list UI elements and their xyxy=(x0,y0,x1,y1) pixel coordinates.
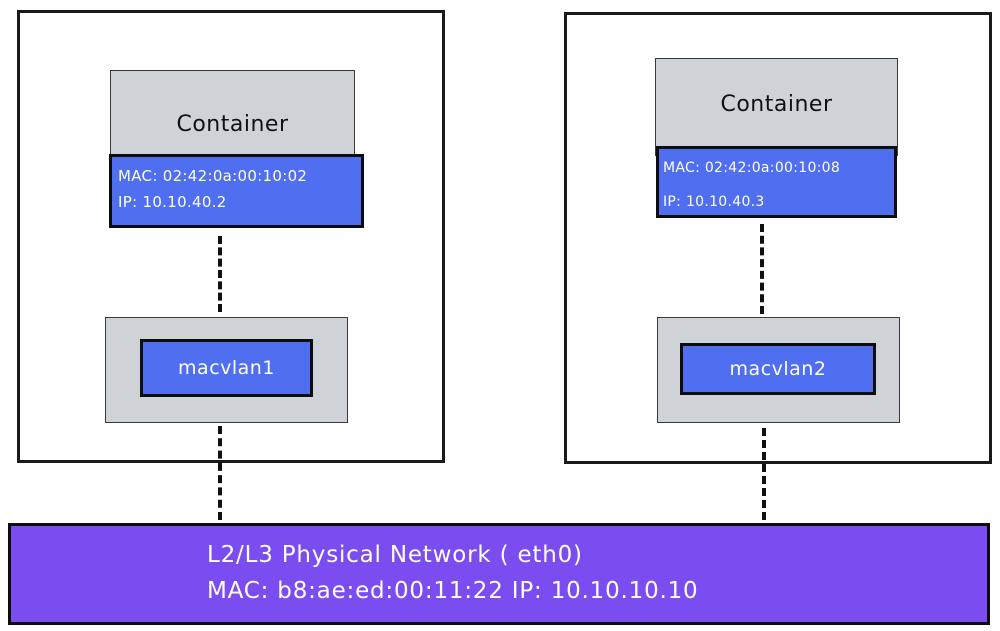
host-1-mac-address: MAC: 02:42:0a:00:10:02 xyxy=(118,167,308,185)
host-1-macvlan-label: macvlan1 xyxy=(178,357,275,379)
host-1-uplink xyxy=(218,426,222,520)
host-2-container-interface: MAC: 02:42:0a:00:10:08 IP: 10.10.40.3 xyxy=(656,146,897,218)
host-1-macvlan-interface: macvlan1 xyxy=(140,339,313,397)
host-2-container: Container xyxy=(655,58,898,156)
physical-network-address: MAC: b8:ae:ed:00:11:22 IP: 10.10.10.10 xyxy=(207,578,699,604)
host-2-mac-address: MAC: 02:42:0a:00:10:08 xyxy=(663,160,841,176)
host-1-container: Container xyxy=(110,70,355,156)
host-1-ip-address: IP: 10.10.40.2 xyxy=(118,193,227,211)
host-2-uplink xyxy=(762,428,766,520)
host-1-container-interface: MAC: 02:42:0a:00:10:02 IP: 10.10.40.2 xyxy=(109,154,364,228)
host-1-container-label: Container xyxy=(176,111,289,137)
host-1-veth-link xyxy=(218,236,222,312)
host-2-veth-link xyxy=(760,224,764,314)
physical-network-box: L2/L3 Physical Network ( eth0) MAC: b8:a… xyxy=(8,523,990,625)
host-2-macvlan-label: macvlan2 xyxy=(729,358,827,380)
host-2-macvlan-interface: macvlan2 xyxy=(680,343,876,395)
host-2-container-label: Container xyxy=(720,91,833,117)
physical-network-title: L2/L3 Physical Network ( eth0) xyxy=(207,542,583,568)
host-2-ip-address: IP: 10.10.40.3 xyxy=(663,194,765,210)
